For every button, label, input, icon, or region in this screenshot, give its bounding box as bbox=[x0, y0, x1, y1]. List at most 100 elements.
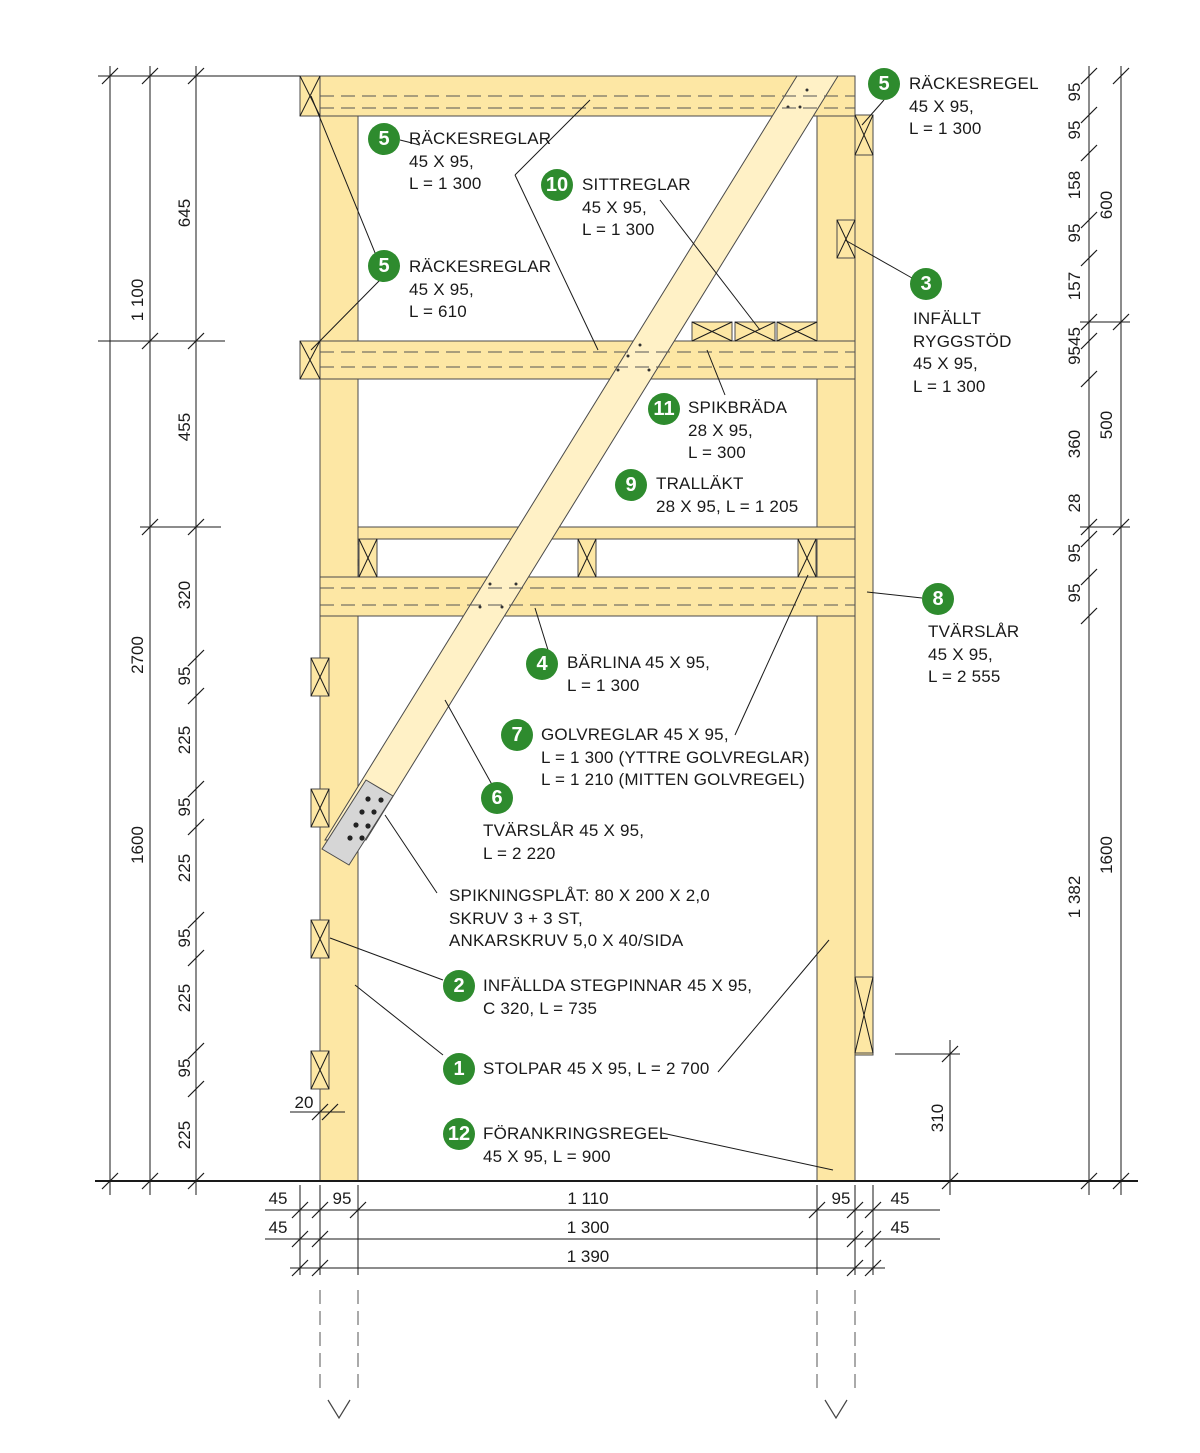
dimension-tick bbox=[1112, 67, 1130, 85]
plate-screw bbox=[359, 809, 365, 815]
dim-label: 158 bbox=[1065, 171, 1084, 199]
callout-line: L = 1 300 bbox=[582, 220, 655, 239]
dimension-tick bbox=[187, 687, 205, 705]
callout-label-sittreglar: SITTREGLAR 45 X 95, L = 1 300 bbox=[582, 174, 691, 242]
leader-line bbox=[444, 699, 496, 791]
dim-label: 45 bbox=[269, 1218, 288, 1237]
dim-label: 320 bbox=[175, 581, 194, 609]
leader-line bbox=[310, 279, 381, 351]
dimension-tick bbox=[1080, 1172, 1098, 1190]
dimension-tick bbox=[101, 67, 119, 85]
nail-dot bbox=[616, 368, 620, 372]
dimension-tick bbox=[1080, 106, 1098, 124]
callout-label-tvarslar-diagonal: TVÄRSLÅR 45 X 95, L = 2 220 bbox=[483, 820, 644, 865]
dimension-tick bbox=[808, 1201, 826, 1219]
leader-line bbox=[399, 139, 421, 146]
dim-label: 95 bbox=[175, 667, 194, 686]
floor-joist-middle-diag bbox=[577, 538, 597, 578]
nail-dot bbox=[647, 368, 651, 372]
dim-label-total-height: 2700 bbox=[128, 636, 147, 674]
leader-line bbox=[844, 239, 913, 279]
nail-dot bbox=[478, 605, 482, 609]
deck-bearer bbox=[319, 576, 856, 617]
dimension-tick bbox=[291, 1201, 309, 1219]
backrest-block-diag bbox=[836, 219, 856, 259]
leader-line bbox=[861, 99, 885, 126]
nailing-plate bbox=[321, 779, 394, 866]
leader-line bbox=[514, 99, 591, 176]
callout-line: 28 X 95, L = 1 205 bbox=[656, 496, 799, 516]
nail-dot bbox=[626, 354, 630, 358]
leader-line bbox=[734, 574, 809, 736]
dim-label: 20 bbox=[295, 1093, 314, 1112]
callout-label-barlina: BÄRLINA 45 X 95, L = 1 300 bbox=[567, 652, 710, 697]
callout-line: RÄCKESREGEL bbox=[909, 74, 1039, 93]
leader-line bbox=[329, 937, 444, 981]
dimension-tick bbox=[1080, 370, 1098, 388]
dimension-tick bbox=[1080, 144, 1098, 162]
dimension-tick bbox=[941, 1172, 959, 1190]
callout-badge: 5 bbox=[868, 68, 900, 100]
right-post bbox=[816, 75, 856, 1182]
dim-label: 645 bbox=[175, 199, 194, 227]
nail-dot bbox=[798, 105, 802, 109]
dim-label: 1 390 bbox=[567, 1247, 610, 1266]
diagonal-brace bbox=[324, 75, 839, 841]
dimension-tick bbox=[1112, 518, 1130, 536]
rail-block-top-left-diag bbox=[299, 75, 321, 117]
callout-badge: 3 bbox=[910, 268, 942, 300]
callout-label-forankringsregel: FÖRANKRINGSREGEL 45 X 95, L = 900 bbox=[483, 1123, 669, 1168]
callout-line: TRALLÄKT bbox=[656, 474, 744, 493]
plate-screw bbox=[353, 822, 359, 828]
ladder-rung-1-diag bbox=[310, 657, 330, 697]
callout-line: L = 1 300 bbox=[567, 675, 640, 695]
callout-label-raekesregel-right: RÄCKESREGEL 45 X 95, L = 1 300 bbox=[909, 73, 1039, 141]
dimension-tick bbox=[311, 1103, 329, 1121]
leader-line bbox=[384, 814, 438, 894]
nail-dot bbox=[805, 88, 809, 92]
dim-label: 95 bbox=[1065, 584, 1084, 603]
dim-label: 225 bbox=[175, 726, 194, 754]
ladder-rung-2-diag bbox=[310, 788, 330, 828]
callout-line: L = 1 300 bbox=[409, 174, 482, 193]
callout-line: SKRUV 3 + 3 ST, bbox=[449, 908, 583, 928]
nail-dot bbox=[488, 582, 492, 586]
nail-dot bbox=[638, 343, 642, 347]
dimension-tick bbox=[1112, 313, 1130, 331]
post-end-marker bbox=[327, 1399, 351, 1420]
dim-label: 1600 bbox=[1097, 836, 1116, 874]
dim-label: 600 bbox=[1097, 191, 1116, 219]
callout-label-raekesreglar-top: RÄCKESREGLAR 45 X 95, L = 1 300 bbox=[409, 128, 551, 196]
callout-line: RÄCKESREGLAR bbox=[409, 129, 552, 148]
callout-label-stegpinnar: INFÄLLDA STEGPINNAR 45 X 95, C 320, L = … bbox=[483, 975, 752, 1020]
dimension-tick bbox=[187, 67, 205, 85]
dim-label: 310 bbox=[928, 1104, 947, 1132]
callout-line: 45 X 95, bbox=[409, 279, 474, 299]
nail-dot bbox=[514, 582, 518, 586]
callout-badge: 6 bbox=[481, 782, 513, 814]
callout-line: L = 2 220 bbox=[483, 843, 556, 863]
callout-line: INFÄLLT bbox=[913, 309, 982, 328]
callout-line: BÄRLINA 45 X 95, bbox=[567, 653, 711, 672]
floor-joist-left-diag bbox=[358, 538, 378, 578]
dimension-tick bbox=[187, 1172, 205, 1190]
callout-line: SPIKNINGSPLÅT: 80 X 200 X 2,0 bbox=[449, 886, 710, 905]
dimension-tick bbox=[321, 1103, 339, 1121]
callout-label-ryggstod: INFÄLLT RYGGSTÖD 45 X 95, L = 1 300 bbox=[913, 308, 1012, 398]
dimension-tick bbox=[846, 1201, 864, 1219]
callout-badge: 11 bbox=[648, 393, 680, 425]
dim-label: 28 bbox=[1065, 494, 1084, 513]
callout-line: 45 X 95, bbox=[582, 197, 647, 217]
dimension-tick bbox=[846, 1259, 864, 1277]
callout-line: TVÄRSLÅR bbox=[928, 622, 1020, 641]
callout-line: 45 X 95, bbox=[913, 354, 978, 373]
callout-line: ANKARSKRUV 5,0 X 40/SIDA bbox=[449, 931, 684, 950]
dim-label: 9545 bbox=[1065, 327, 1084, 365]
callout-line: SPIKBRÄDA bbox=[688, 398, 788, 417]
dimension-tick bbox=[141, 332, 159, 350]
dimension-tick bbox=[1080, 568, 1098, 586]
leader-line bbox=[661, 1132, 834, 1171]
dimension-tick bbox=[864, 1230, 882, 1248]
seat-slat-2-diag bbox=[734, 321, 776, 342]
